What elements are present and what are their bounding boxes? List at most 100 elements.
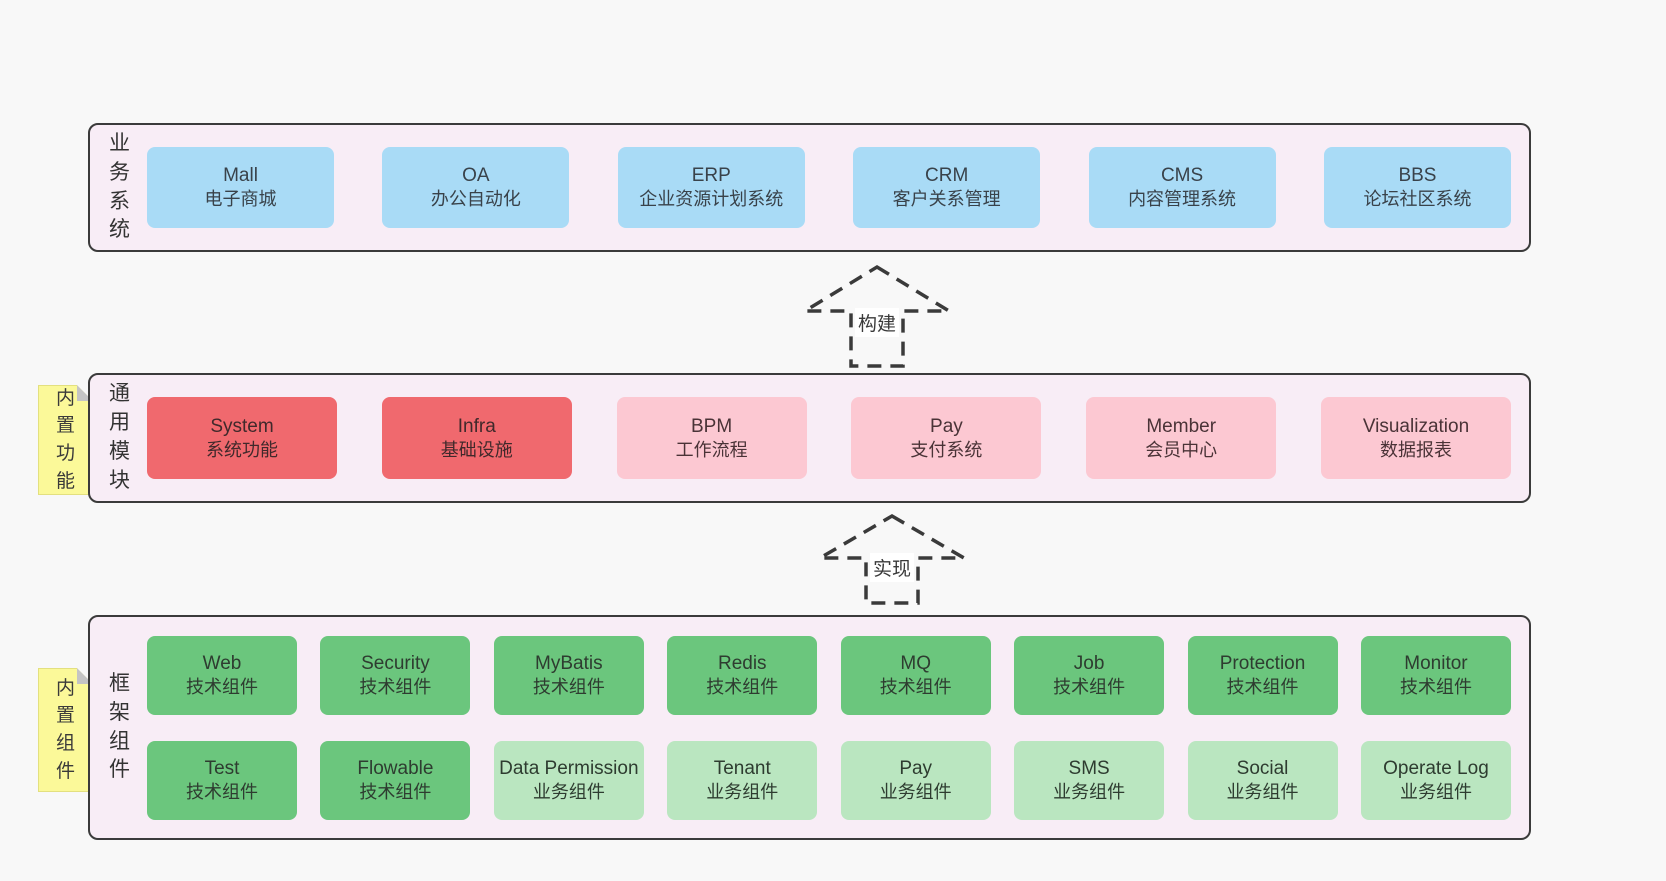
box-web: Web 技术组件 bbox=[147, 635, 297, 715]
box-title: CMS bbox=[1160, 165, 1204, 187]
sticky-note-builtin-components: 内置组件 bbox=[38, 668, 93, 792]
box-job: Job 技术组件 bbox=[1014, 635, 1165, 715]
box-subtitle: 技术组件 bbox=[879, 676, 952, 697]
box-title: BBS bbox=[1398, 165, 1437, 187]
box-system: System 系统功能 bbox=[147, 397, 337, 479]
box-subtitle: 业务组件 bbox=[879, 781, 952, 802]
box-title: Flowable bbox=[357, 757, 434, 779]
box-subtitle: 工作流程 bbox=[675, 439, 748, 460]
band-business-label: 业务系统 bbox=[109, 131, 130, 242]
box-subtitle: 业务组件 bbox=[1399, 781, 1472, 802]
box-title: Protection bbox=[1219, 652, 1306, 674]
components-row-1: Web 技术组件 Security 技术组件 MyBatis 技术组件 Redi… bbox=[147, 635, 1511, 715]
box-title: Job bbox=[1073, 652, 1105, 674]
box-mall: Mall 电子商城 bbox=[147, 147, 334, 228]
box-title: Social bbox=[1236, 757, 1289, 779]
dashed-up-arrow-icon bbox=[814, 513, 970, 605]
band-business-systems: 业务系统 Mall 电子商城 OA 办公自动化 ERP 企业资源计划系统 CRM… bbox=[88, 123, 1531, 252]
arrow-implement-label: 实现 bbox=[869, 553, 915, 582]
box-title: Monitor bbox=[1404, 652, 1468, 674]
box-title: Security bbox=[361, 652, 430, 674]
box-subtitle: 论坛社区系统 bbox=[1363, 189, 1472, 210]
box-subtitle: 基础设施 bbox=[440, 439, 513, 460]
box-test: Test 技术组件 bbox=[147, 740, 297, 820]
band-modules-label: 通用模块 bbox=[109, 382, 130, 492]
box-subtitle: 系统功能 bbox=[206, 439, 278, 460]
box-pay-module: Pay 支付系统 bbox=[851, 397, 1042, 479]
box-title: ERP bbox=[691, 165, 731, 187]
box-social: Social 业务组件 bbox=[1187, 740, 1338, 820]
box-bpm: BPM 工作流程 bbox=[616, 397, 807, 479]
box-mq: MQ 技术组件 bbox=[840, 635, 991, 715]
box-sms: SMS 业务组件 bbox=[1014, 740, 1165, 820]
box-subtitle: 技术组件 bbox=[1226, 676, 1299, 697]
box-subtitle: 技术组件 bbox=[186, 781, 258, 802]
box-title: MQ bbox=[900, 652, 931, 674]
arrow-up-build bbox=[799, 263, 955, 370]
box-monitor: Monitor 技术组件 bbox=[1360, 635, 1511, 715]
box-title: Redis bbox=[717, 652, 767, 674]
components-row-2: Test 技术组件 Flowable 技术组件 Data Permission … bbox=[147, 740, 1511, 820]
box-title: Test bbox=[204, 757, 240, 779]
box-subtitle: 企业资源计划系统 bbox=[639, 189, 784, 210]
arrow-build-label: 构建 bbox=[854, 308, 900, 337]
box-title: SMS bbox=[1068, 757, 1110, 779]
box-subtitle: 数据报表 bbox=[1379, 439, 1452, 460]
box-subtitle: 电子商城 bbox=[204, 189, 277, 210]
box-tenant: Tenant 业务组件 bbox=[667, 740, 818, 820]
box-pay-component: Pay 业务组件 bbox=[840, 740, 991, 820]
box-title: Operate Log bbox=[1383, 757, 1489, 779]
box-title: System bbox=[210, 415, 274, 437]
box-title: CRM bbox=[925, 165, 969, 187]
box-flowable: Flowable 技术组件 bbox=[320, 740, 471, 820]
box-subtitle: 技术组件 bbox=[359, 676, 432, 697]
business-boxes-row: Mall 电子商城 OA 办公自动化 ERP 企业资源计划系统 CRM 客户关系… bbox=[147, 147, 1511, 228]
band-common-modules: 通用模块 System 系统功能 Infra 基础设施 BPM 工作流程 Pay… bbox=[88, 373, 1531, 503]
box-subtitle: 技术组件 bbox=[1399, 676, 1472, 697]
arrow-up-implement bbox=[814, 512, 970, 607]
box-crm: CRM 客户关系管理 bbox=[853, 147, 1041, 228]
box-subtitle: 技术组件 bbox=[706, 676, 779, 697]
box-title: Tenant bbox=[713, 757, 771, 779]
box-security: Security 技术组件 bbox=[320, 635, 471, 715]
sticky-note-builtin-features: 内置功能 bbox=[38, 385, 93, 495]
box-title: Visualization bbox=[1362, 415, 1470, 437]
note-text: 内置组件 bbox=[55, 677, 75, 782]
components-rows: Web 技术组件 Security 技术组件 MyBatis 技术组件 Redi… bbox=[147, 635, 1511, 820]
box-title: Member bbox=[1146, 415, 1217, 437]
box-subtitle: 技术组件 bbox=[1053, 676, 1126, 697]
box-protection: Protection 技术组件 bbox=[1187, 635, 1338, 715]
box-subtitle: 支付系统 bbox=[910, 439, 983, 460]
modules-boxes-row: System 系统功能 Infra 基础设施 BPM 工作流程 Pay 支付系统… bbox=[147, 397, 1511, 479]
box-title: Pay bbox=[930, 415, 963, 437]
box-mybatis: MyBatis 技术组件 bbox=[493, 635, 644, 715]
band-components-label: 框架组件 bbox=[109, 671, 130, 782]
box-subtitle: 业务组件 bbox=[1053, 781, 1126, 802]
band-framework-components: 框架组件 Web 技术组件 Security 技术组件 MyBatis 技术组件… bbox=[88, 615, 1531, 840]
box-title: Pay bbox=[899, 757, 933, 779]
box-subtitle: 内容管理系统 bbox=[1128, 189, 1237, 210]
box-title: Data Permission bbox=[499, 757, 639, 779]
box-cms: CMS 内容管理系统 bbox=[1088, 147, 1276, 228]
box-subtitle: 技术组件 bbox=[359, 781, 432, 802]
box-subtitle: 业务组件 bbox=[706, 781, 779, 802]
box-subtitle: 办公自动化 bbox=[430, 189, 521, 210]
box-bbs: BBS 论坛社区系统 bbox=[1323, 147, 1511, 228]
box-subtitle: 客户关系管理 bbox=[892, 189, 1001, 210]
box-subtitle: 业务组件 bbox=[532, 781, 605, 802]
box-title: Mall bbox=[223, 165, 258, 187]
box-title: BPM bbox=[691, 415, 733, 437]
box-subtitle: 会员中心 bbox=[1145, 439, 1218, 460]
box-title: MyBatis bbox=[535, 652, 603, 674]
box-subtitle: 技术组件 bbox=[186, 676, 258, 697]
box-title: Web bbox=[202, 652, 242, 674]
box-erp: ERP 企业资源计划系统 bbox=[617, 147, 805, 228]
box-title: OA bbox=[462, 165, 490, 187]
box-title: Infra bbox=[457, 415, 496, 437]
box-visualization: Visualization 数据报表 bbox=[1320, 397, 1511, 479]
note-text: 内置功能 bbox=[55, 387, 75, 492]
box-operate-log: Operate Log 业务组件 bbox=[1360, 740, 1511, 820]
box-member: Member 会员中心 bbox=[1086, 397, 1277, 479]
box-subtitle: 业务组件 bbox=[1226, 781, 1299, 802]
box-subtitle: 技术组件 bbox=[532, 676, 605, 697]
